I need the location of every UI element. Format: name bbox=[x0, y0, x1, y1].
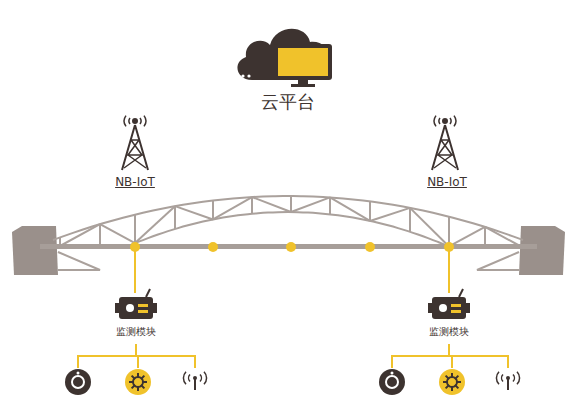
nb-iot-label: NB-IoT bbox=[115, 175, 155, 189]
sensor-icons bbox=[65, 369, 520, 395]
label-text: NB-IoT bbox=[427, 175, 467, 189]
monitor-module-label: 监测模块 bbox=[429, 326, 469, 338]
bridge bbox=[12, 196, 565, 275]
cloud-platform-label: 云平台 bbox=[261, 91, 315, 113]
monitor-module-icons bbox=[115, 289, 470, 319]
nb-iot-label: NB-IoT bbox=[427, 175, 467, 189]
cloud-icon bbox=[237, 29, 332, 87]
sensor-dots bbox=[130, 242, 454, 252]
monitor-module-label: 监测模块 bbox=[116, 326, 156, 338]
label-text: 监测模块 bbox=[429, 326, 469, 338]
label-text: 云平台 bbox=[261, 91, 315, 113]
label-text: 监测模块 bbox=[116, 326, 156, 338]
yellow-wires bbox=[78, 247, 508, 368]
label-text: NB-IoT bbox=[115, 175, 155, 189]
nb-iot-towers bbox=[122, 116, 458, 170]
